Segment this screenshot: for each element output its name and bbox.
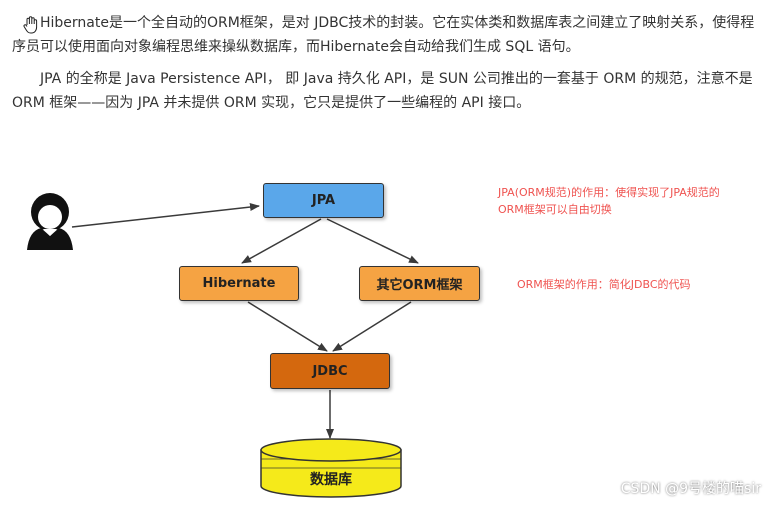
jdbc-node: JDBC (270, 353, 390, 389)
arrow-other-orm-to-jdbc (332, 301, 412, 352)
hand-cursor-icon (23, 16, 38, 34)
arrow-jpa-to-other-orm (326, 218, 419, 264)
orm-role-annotation: ORM框架的作用：简化JDBC的代码 (517, 278, 691, 291)
watermark-text: CSDN @9号楼的喵sir (620, 481, 761, 497)
jpa-node: JPA (263, 183, 384, 218)
arrow-jpa-to-hibernate (241, 218, 322, 264)
database-node: 数据库 (260, 438, 402, 498)
hibernate-node: Hibernate (179, 266, 299, 301)
jpa-role-annotation: JPA(ORM规范)的作用：使得实现了JPA规范的ORM框架可以自由切换 (498, 186, 720, 216)
intro-paragraph-jpa: JPA 的全称是 Java Persistence API， 即 Java 持久… (12, 71, 753, 111)
intro-paragraph-hibernate: Hibernate是一个全自动的ORM框架，是对 JDBC技术的封装。它在实体类… (12, 15, 755, 55)
arrow-user-to-jpa (71, 203, 260, 228)
other-orm-node: 其它ORM框架 (359, 266, 480, 301)
arrow-hibernate-to-jdbc (247, 301, 328, 352)
database-label: 数据库 (310, 471, 352, 488)
user-icon (27, 193, 73, 250)
